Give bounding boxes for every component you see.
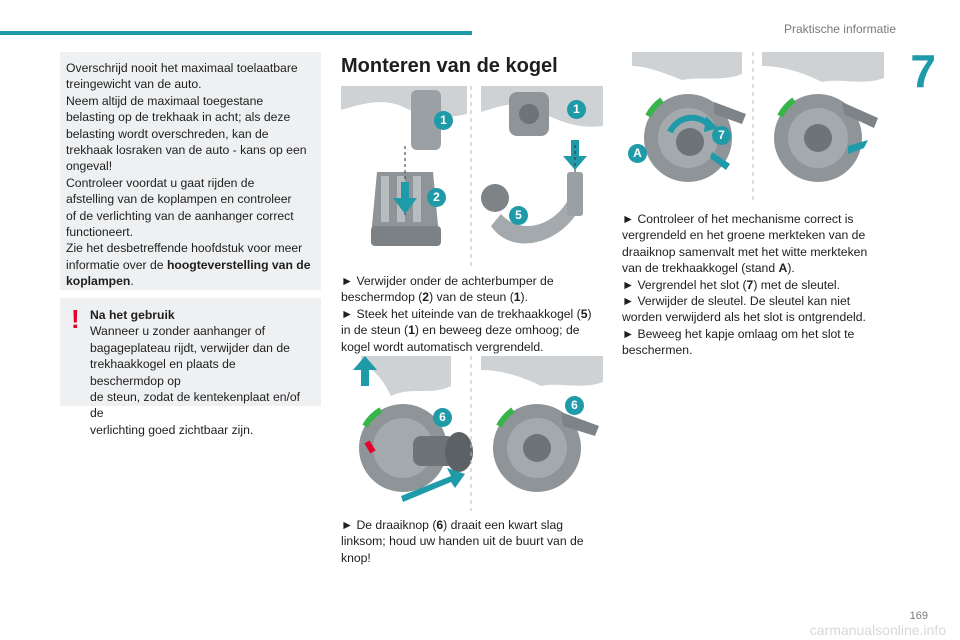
callout-1: 1 [434, 111, 453, 130]
watermark: carmanualsonline.info [809, 622, 946, 638]
step2-line2: linksom; houd uw handen uit de buurt van… [341, 534, 584, 549]
figure-insert-ball: 1 2 1 5 [341, 86, 603, 266]
usage-title: Na het gebruik [90, 308, 175, 322]
callout-6: 6 [433, 408, 452, 427]
warning-line: treingewicht van de auto. [66, 77, 202, 92]
warning-line: ongeval! [66, 159, 113, 174]
step2-line3: knop! [341, 550, 371, 565]
step3-line7: worden verwijderd als het slot is ontgre… [622, 310, 866, 325]
warning-box: Overschrijd nooit het maximaal toelaatba… [60, 52, 321, 290]
usage-line: verlichting goed zichtbaar zijn. [90, 422, 254, 437]
step1-line2: beschermdop (2) van de steun (1). [341, 290, 528, 305]
step3-line3: draaiknop samenvalt met het witte merkte… [622, 244, 868, 259]
warning-last-suffix: . [130, 274, 134, 289]
figure-rotary-knob: 6 6 [341, 356, 603, 511]
warning-line: functioneert. [66, 225, 134, 240]
step3-line4: van de trekhaakkogel (stand A). [622, 261, 795, 276]
warning-line: belasting wordt overschreden, kan de [66, 126, 269, 141]
step1-text: ► Verwijder onder de achterbumper de bes… [341, 273, 606, 355]
usage-line: bagageplateau rijdt, verwijder dan de [90, 340, 290, 355]
step2-line1: ► De draaiknop (6) draait een kwart slag [341, 518, 564, 532]
warning-icon: ! [71, 304, 80, 334]
usage-line: de steun, zodat de kentekenplaat en/of d… [90, 390, 301, 421]
usage-line: trekhaakkogel en plaats de beschermdop o… [90, 357, 236, 388]
step3-line5: ► Vergrendel het slot (7) met de sleutel… [622, 277, 841, 292]
warning-link-headlights: hoogteverstelling van de koplampen [66, 257, 311, 289]
step3-line6: ► Verwijder de sleutel. De sleutel kan n… [622, 294, 851, 309]
callout-1-right: 1 [567, 100, 586, 119]
section-title: Praktische informatie [783, 22, 896, 36]
warning-last-line: informatie over de hoogteverstelling van… [66, 257, 311, 290]
callout-7: 7 [712, 126, 731, 145]
figure-lock: 7 A [622, 52, 884, 204]
step1-line3: ► Steek het uiteinde van de trekhaakkoge… [341, 306, 592, 321]
step2-text: ► De draaiknop (6) draait een kwart slag… [341, 517, 606, 566]
warning-last-prefix: informatie over de [66, 257, 167, 272]
step1-line4: in de steun (1) en beweeg deze omhoog; d… [341, 323, 580, 338]
page-title: Monteren van de kogel [341, 55, 558, 77]
step3-line8: ► Beweeg het kapje omlaag om het slot te [622, 326, 855, 341]
page-number: 169 [909, 610, 928, 622]
warning-line: of de verlichting van de aanhanger corre… [66, 208, 294, 223]
step3-line2: vergrendeld en het groene merkteken van … [622, 228, 866, 243]
step1-line5: kogel wordt automatisch vergrendeld. [341, 339, 544, 354]
warning-text: Overschrijd nooit het maximaal toelaatba… [66, 60, 311, 257]
usage-box: ! Na het gebruik Wanneer u zonder aanhan… [60, 298, 321, 437]
warning-line: afstelling van de koplampen en controlee… [66, 192, 292, 207]
warning-line: Overschrijd nooit het maximaal toelaatba… [66, 61, 298, 75]
warning-line: belasting op de trekhaak in acht; als de… [66, 110, 291, 125]
chapter-number: 7 [910, 45, 936, 97]
step3-text: ► Controleer of het mechanisme correct i… [622, 211, 892, 359]
callout-A: A [628, 144, 647, 163]
warning-line: trekhaak losraken van de auto - kans op … [66, 143, 307, 158]
step1-line1: ► Verwijder onder de achterbumper de [341, 274, 554, 288]
warning-line: Controleer voordat u gaat rijden de [66, 175, 255, 190]
warning-line: Zie het desbetreffende hoofdstuk voor me… [66, 241, 303, 256]
callout-6-right: 6 [565, 396, 584, 415]
warning-line: Neem altijd de maximaal toegestane [66, 93, 264, 108]
usage-line: Wanneer u zonder aanhanger of [90, 324, 266, 339]
callout-5: 5 [509, 206, 528, 225]
header-accent-bar [0, 31, 472, 35]
callout-2: 2 [427, 188, 446, 207]
step3-line9: beschermen. [622, 343, 693, 358]
step3-line1: ► Controleer of het mechanisme correct i… [622, 212, 854, 226]
